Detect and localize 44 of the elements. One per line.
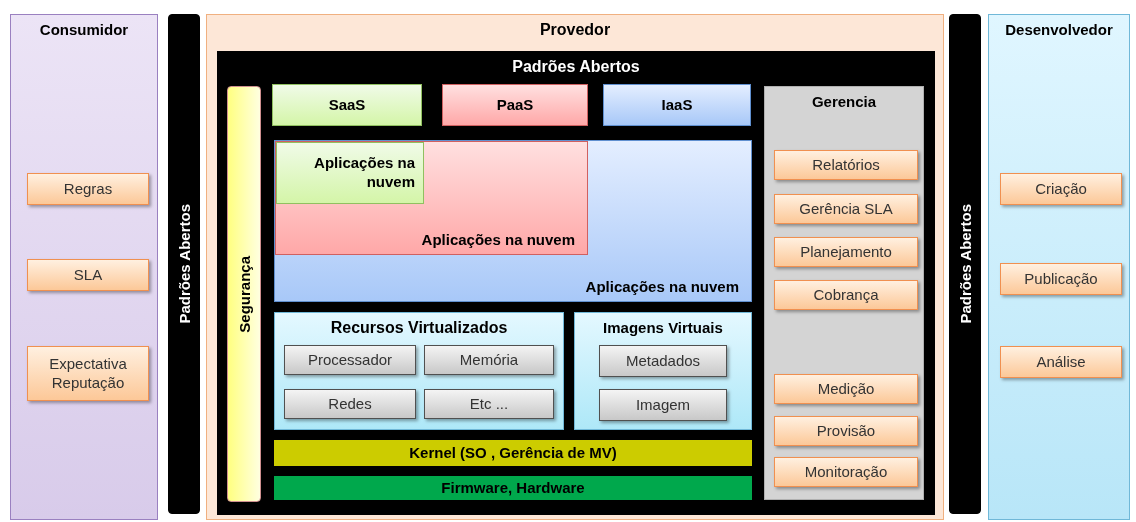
panel-title: Imagens Virtuais <box>602 319 724 336</box>
label-box: Planejamento <box>774 237 918 267</box>
label-box: Imagem <box>599 389 727 421</box>
layer-box: Kernel (SO , Gerência de MV) <box>274 440 752 466</box>
layer-box: SaaS <box>272 84 422 126</box>
label-box: Análise <box>1000 346 1122 378</box>
label-box: Redes <box>284 389 416 419</box>
panel <box>988 14 1130 520</box>
vertical-band: Padrões Abertos <box>168 14 200 514</box>
panel <box>574 312 752 430</box>
label-box: Etc ... <box>424 389 554 419</box>
panel-title: Provedor <box>538 21 612 39</box>
layer-box <box>274 140 752 302</box>
label-box: Relatórios <box>774 150 918 180</box>
label-box: Medição <box>774 374 918 404</box>
label-box: Regras <box>27 173 149 205</box>
layer-box: Aplicações na nuvem <box>276 142 424 204</box>
panel-title: Gerencia <box>810 93 878 110</box>
vertical-band: Segurança <box>227 86 261 502</box>
vertical-band: Padrões Abertos <box>949 14 981 514</box>
label-box: Metadados <box>599 345 727 377</box>
label-box: Publicação <box>1000 263 1122 295</box>
layer-box: PaaS <box>442 84 588 126</box>
layer-label: Aplicações na nuvem <box>421 231 575 248</box>
panel <box>274 312 564 430</box>
label-box: Gerência SLA <box>774 194 918 224</box>
layer-box: Firmware, Hardware <box>274 476 752 500</box>
label-box: SLA <box>27 259 149 291</box>
layer-box: IaaS <box>603 84 751 126</box>
label-box: Expectativa Reputação <box>27 346 149 401</box>
label-box: Provisão <box>774 416 918 446</box>
layer-label: Aplicações na nuvem <box>585 278 739 295</box>
panel-title: Recursos Virtualizados <box>329 319 509 337</box>
label-box: Criação <box>1000 173 1122 205</box>
panel-title: Desenvolvedor <box>1004 21 1114 38</box>
panel <box>764 86 924 500</box>
label-box: Cobrança <box>774 280 918 310</box>
label-box: Monitoração <box>774 457 918 487</box>
panel-title: Padrões Abertos <box>511 58 641 76</box>
layer-box <box>275 141 588 255</box>
label-box: Processador <box>284 345 416 375</box>
panel <box>10 14 158 520</box>
panel-title: Consumidor <box>38 21 130 38</box>
label-box: Memória <box>424 345 554 375</box>
